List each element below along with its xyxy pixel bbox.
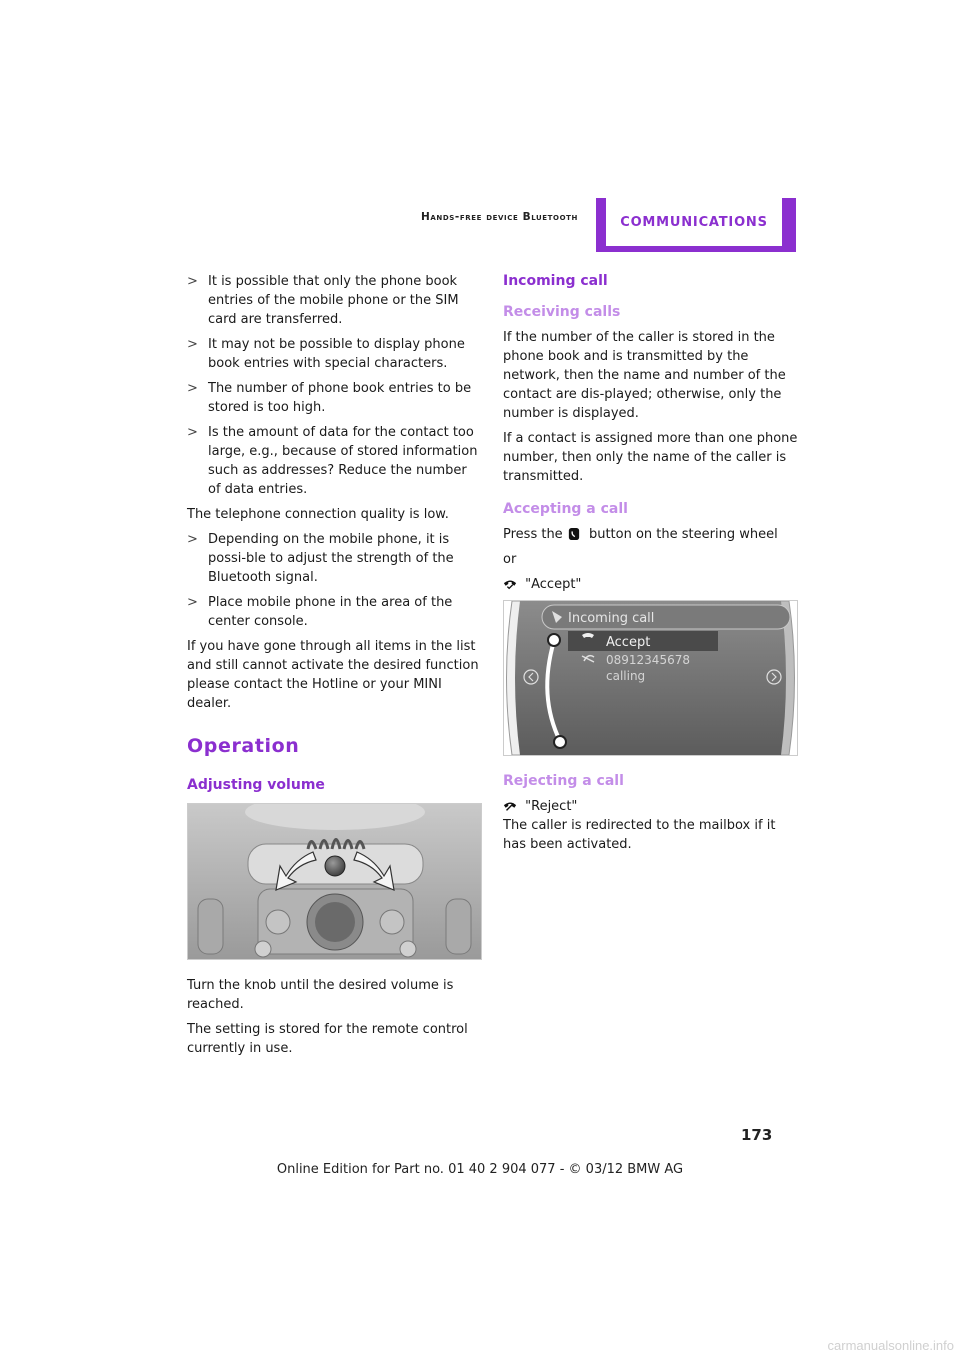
- chapter-title: COMMUNICATIONS: [606, 198, 782, 246]
- paragraph-reject: The caller is redirected to the mailbox …: [503, 818, 776, 852]
- list-item: > It may not be possible to display phon…: [187, 335, 481, 373]
- running-header-section: Hands-free device Bluetooth: [420, 211, 578, 223]
- list-item-text: Depending on the mobile phone, it is pos…: [208, 532, 454, 585]
- bullet-marker: >: [187, 425, 198, 440]
- right-column: Incoming call Receiving calls If the num…: [503, 272, 799, 860]
- list-item: > The number of phone book entries to be…: [187, 379, 481, 417]
- paragraph-receiving-1: If the number of the caller is stored in…: [503, 330, 786, 421]
- list-item-text: Place mobile phone in the area of the ce…: [208, 595, 453, 629]
- volume-knob-image: [188, 804, 481, 959]
- screen-accept-option[interactable]: Accept: [606, 635, 650, 650]
- list-item-text: It may not be possible to display phone …: [208, 337, 465, 371]
- incoming-call-display: Incoming call Accept 08912345678 calling: [504, 601, 797, 755]
- bullet-marker: >: [187, 532, 198, 547]
- watermark: carmanualsonline.info: [827, 1338, 954, 1353]
- left-column: > It is possible that only the phone boo…: [187, 272, 482, 1064]
- paragraph-press: Press the button on the steering wheel: [503, 525, 799, 544]
- subsection-title-receiving: Receiving calls: [503, 304, 621, 320]
- page-number: 173: [741, 1126, 773, 1144]
- list-item: > Is the amount of data for the contact …: [187, 423, 481, 499]
- paragraph-reject-quote: "Reject": [503, 797, 799, 816]
- paragraph-volume-1: Turn the knob until the desired volume i…: [187, 978, 454, 1012]
- steering-wheel-phone-icon: [568, 528, 579, 540]
- reject-quote-text: "Reject": [525, 799, 578, 814]
- section-title-incoming: Incoming call: [503, 273, 608, 289]
- bullet-marker: >: [187, 274, 198, 289]
- paragraph-quality: The telephone connection quality is low.: [187, 507, 449, 522]
- accept-quote-text: "Accept": [525, 577, 582, 592]
- edition-note: Online Edition for Part no. 01 40 2 904 …: [276, 1162, 684, 1177]
- screen-number: 08912345678: [606, 653, 690, 667]
- press-text-before: Press the: [503, 527, 563, 542]
- press-text-after: button on the steering wheel: [588, 527, 778, 542]
- paragraph-receiving-2: If a contact is assigned more than one p…: [503, 431, 798, 484]
- paragraph-hotline: If you have gone through all items in th…: [187, 639, 479, 711]
- screen-title: Incoming call: [568, 611, 654, 626]
- subsection-title-rejecting: Rejecting a call: [503, 773, 624, 789]
- list-item-text: The number of phone book entries to be s…: [208, 381, 472, 415]
- accept-phone-icon: [503, 580, 517, 590]
- list-item-text: It is possible that only the phone book …: [208, 274, 459, 327]
- list-item: > Depending on the mobile phone, it is p…: [187, 530, 481, 587]
- paragraph-accept-quote: "Accept": [503, 575, 799, 594]
- screen-status: calling: [606, 669, 645, 683]
- subsection-title-volume: Adjusting volume: [187, 777, 325, 793]
- bullet-marker: >: [187, 595, 198, 610]
- reject-phone-icon: [503, 802, 517, 811]
- paragraph-or: or: [503, 552, 517, 567]
- section-title-operation: Operation: [187, 735, 300, 757]
- list-item-text: Is the amount of data for the contact to…: [208, 425, 478, 497]
- volume-knob-illustration: [187, 803, 482, 960]
- subsection-title-accepting: Accepting a call: [503, 501, 628, 517]
- incoming-call-screen: Incoming call Accept 08912345678 calling: [503, 600, 798, 756]
- list-item: > It is possible that only the phone boo…: [187, 272, 481, 329]
- list-item: > Place mobile phone in the area of the …: [187, 593, 481, 631]
- chapter-tab: COMMUNICATIONS: [596, 198, 796, 252]
- bullet-marker: >: [187, 337, 198, 352]
- paragraph-volume-2: The setting is stored for the remote con…: [187, 1022, 468, 1056]
- bullet-marker: >: [187, 381, 198, 396]
